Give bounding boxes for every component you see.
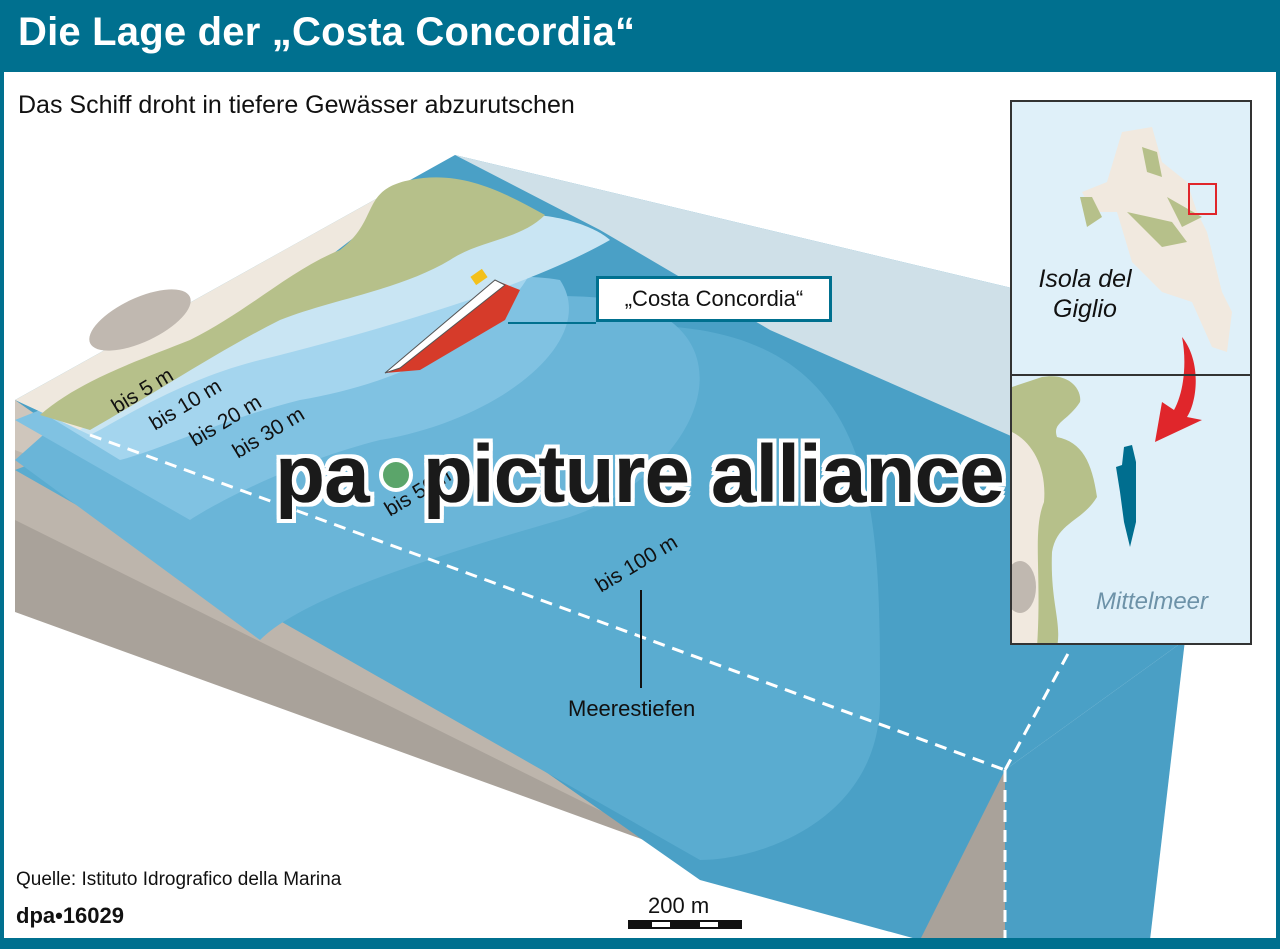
inset-divider — [1012, 374, 1250, 376]
credit: dpa•16029 — [16, 903, 124, 928]
ship-position-icon — [1116, 445, 1136, 547]
water-edge-dashed — [89, 433, 1006, 772]
bottom-bar — [0, 938, 1280, 949]
page-title: Die Lage der „Costa Concordia“ — [18, 10, 636, 54]
scale-label: 200 m — [648, 893, 710, 918]
beach — [15, 180, 410, 430]
locator-inset: Isola del Giglio Mittelmeer — [1010, 100, 1252, 645]
island-label: Isola del Giglio — [1038, 265, 1132, 323]
watermark-dot-icon — [378, 458, 413, 493]
watermark: pa picture alliance — [275, 428, 1005, 522]
watermark-right: picture alliance — [422, 429, 1005, 520]
watermark-left: pa — [275, 429, 370, 520]
red-arrow-icon — [1155, 337, 1202, 442]
island-vegetation — [1080, 147, 1202, 247]
inset-map — [1012, 127, 1232, 643]
hill — [89, 289, 191, 351]
water-side — [1005, 640, 1185, 940]
ship-icon — [384, 268, 520, 374]
depth-legend: Meerestiefen — [568, 696, 696, 721]
back-edge-dashed — [1003, 649, 1072, 771]
scale-bar — [628, 920, 742, 929]
detail-marker — [1188, 183, 1217, 215]
land-vegetation — [40, 177, 545, 430]
source-note: Quelle: Istituto Idrografico della Marin… — [16, 869, 342, 890]
subtitle: Das Schiff droht in tiefere Gewässer abz… — [18, 91, 575, 119]
coast-hill — [1012, 561, 1036, 613]
title-bar: Die Lage der „Costa Concordia“ — [0, 0, 1280, 72]
ship-label: „Costa Concordia“ — [596, 276, 832, 322]
sea-label: Mittelmeer — [1096, 588, 1209, 615]
